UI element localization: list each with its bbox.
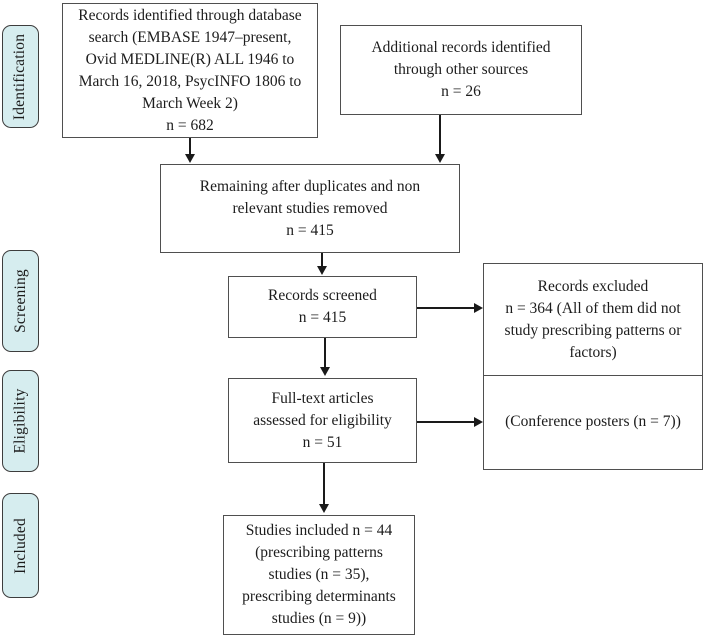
arrow-other-to-remaining-icon — [439, 115, 441, 154]
box-conference-posters-text: (Conference posters (n = 7)) — [505, 413, 681, 431]
stage-label-eligibility-text: Eligibility — [11, 388, 29, 454]
box-records-excluded-text: Records excluded n = 364 (All of them di… — [504, 277, 682, 361]
stage-label-eligibility: Eligibility — [2, 370, 39, 472]
stage-label-included: Included — [2, 493, 39, 598]
arrow-database-to-remaining-icon — [189, 138, 191, 154]
box-conference-posters: (Conference posters (n = 7)) — [483, 374, 703, 470]
box-database-search-text: Records identified through database sear… — [78, 6, 302, 134]
box-records-screened-text: Records screened n = 415 — [268, 287, 377, 326]
box-other-sources-text: Additional records identified through ot… — [371, 39, 551, 100]
arrow-screened-to-excluded-icon — [417, 307, 474, 309]
box-studies-included-text: Studies included n = 44 (prescribing pat… — [242, 522, 396, 627]
arrow-remaining-to-screened-icon — [321, 253, 323, 266]
box-after-duplicates-text: Remaining after duplicates and non relev… — [199, 177, 421, 239]
arrow-screened-to-fulltext-icon — [324, 338, 326, 367]
box-studies-included: Studies included n = 44 (prescribing pat… — [223, 515, 415, 635]
box-database-search: Records identified through database sear… — [62, 3, 318, 138]
box-records-screened: Records screened n = 415 — [228, 276, 417, 338]
stage-label-included-text: Included — [11, 517, 29, 574]
stage-label-identification-text: Identification — [11, 33, 29, 120]
box-full-text-assessed-text: Full-text articles assessed for eligibil… — [253, 389, 392, 451]
stage-label-screening: Screening — [2, 250, 39, 352]
box-full-text-assessed: Full-text articles assessed for eligibil… — [228, 378, 417, 463]
arrow-fulltext-to-posters-icon — [417, 421, 474, 423]
arrow-fulltext-to-included-icon — [323, 463, 325, 504]
box-records-excluded: Records excluded n = 364 (All of them di… — [483, 263, 703, 376]
stage-label-screening-text: Screening — [11, 269, 29, 333]
box-after-duplicates: Remaining after duplicates and non relev… — [160, 164, 460, 253]
box-other-sources: Additional records identified through ot… — [340, 25, 582, 115]
stage-label-identification: Identification — [2, 25, 39, 128]
